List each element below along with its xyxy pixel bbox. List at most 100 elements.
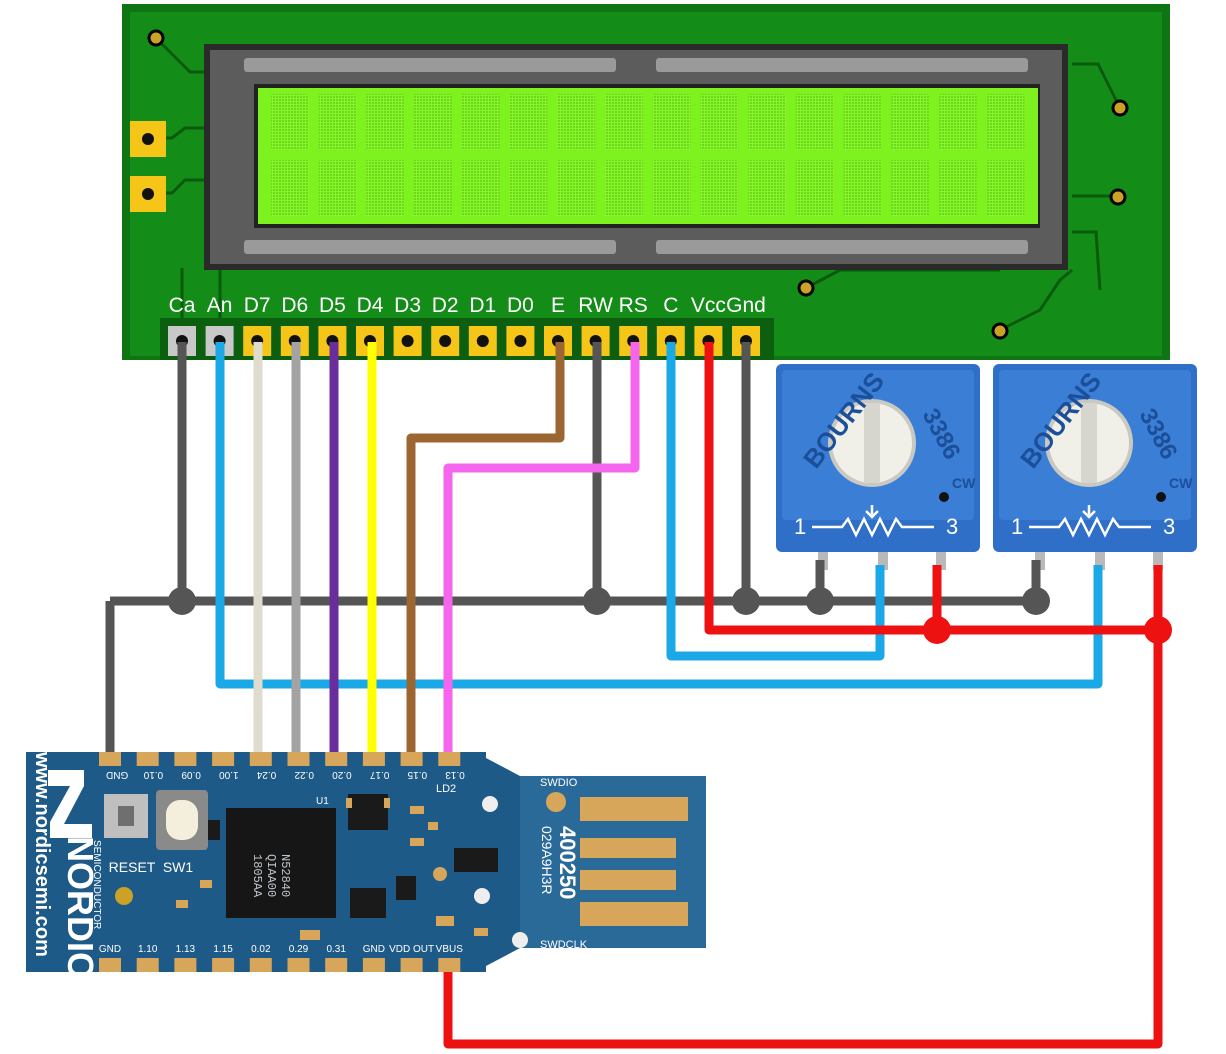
lcd-pin-label: D2	[432, 294, 459, 317]
lcd-character-cell	[557, 94, 596, 150]
pot-pin-label: 3	[1163, 514, 1175, 539]
pad	[300, 930, 320, 940]
board-bottom-pin-label: 0.02	[251, 944, 271, 955]
lcd-pin-label: D7	[244, 294, 271, 317]
chip-line: QIAA00	[264, 854, 278, 897]
board-bottom-pin	[362, 958, 385, 972]
junction-dot	[168, 587, 196, 615]
board-top-pin	[99, 752, 121, 766]
usb-contact	[580, 902, 688, 926]
board-top-pin-label: 0.22	[294, 769, 314, 780]
wire-c	[666, 342, 885, 661]
board-top-pin	[438, 752, 461, 766]
lcd-character-cell	[748, 160, 786, 216]
board-top-pin	[249, 752, 272, 766]
lcd-pin-label: RS	[619, 294, 648, 317]
u1-label: U1	[316, 796, 329, 807]
lcd-pin-label: Ca	[169, 294, 196, 317]
board-top-pin-label: 0.17	[369, 769, 389, 780]
component	[454, 848, 498, 872]
pad	[410, 838, 424, 846]
lcd-character-cell	[700, 160, 739, 216]
mount-hole	[991, 322, 1009, 340]
lcd-character-cell	[461, 94, 500, 150]
board-bottom-pin	[174, 958, 197, 972]
via	[115, 887, 133, 905]
wire-rs	[443, 342, 640, 760]
board-bottom-pin-label: 1.10	[138, 944, 158, 955]
lcd-character-cell	[604, 160, 643, 216]
test-point	[433, 867, 447, 881]
board-bottom-pin-label: GND	[363, 944, 385, 955]
pot-resistor-symbol	[812, 516, 934, 538]
pot-dir: CW	[952, 475, 976, 491]
board-bottom-pin	[400, 958, 423, 972]
pad	[200, 880, 212, 888]
pin-hole	[401, 335, 414, 347]
junction-dot	[923, 616, 951, 644]
lcd-character-cell	[271, 160, 309, 216]
wire-vcc	[704, 342, 1158, 635]
pot-leg	[1035, 540, 1045, 570]
lcd-pin-label: Gnd	[726, 294, 766, 317]
board-bottom-pin	[99, 958, 121, 972]
lcd-character-cell	[938, 160, 977, 216]
pot-pin-label: 1	[1011, 514, 1023, 539]
smd-pads	[176, 798, 488, 940]
sw1-label: SW1	[163, 859, 194, 875]
lcd-character-cell	[795, 94, 834, 150]
board-url: www.nordicsemi.com	[31, 751, 53, 957]
reset-label: RESET	[109, 859, 156, 875]
board-top-pin-label: GND	[106, 769, 128, 780]
junction-dot	[1022, 587, 1050, 615]
board-top-pin-label: 0.20	[332, 769, 352, 780]
lcd-character-cell	[509, 94, 548, 150]
lcd-character-cell	[795, 160, 834, 216]
lcd-pin-label: An	[207, 294, 233, 317]
pot-leg	[818, 540, 828, 570]
lcd-character-cells	[271, 94, 1025, 216]
board-bottom-pin	[325, 958, 348, 972]
lcd-character-cell	[986, 160, 1025, 216]
board-bottom-pin	[212, 958, 235, 972]
nordic-logo-mark	[48, 770, 92, 838]
board-top-pin	[287, 752, 310, 766]
board-top-pin-label: 0.13	[445, 769, 465, 780]
lcd-character-cell	[891, 160, 930, 216]
test-point	[474, 888, 490, 904]
board-bottom-pin-label: 0.29	[289, 944, 309, 955]
mount-hole	[147, 29, 165, 47]
junctions	[168, 587, 1172, 644]
pin-hole	[514, 335, 527, 347]
pot-dial-slot	[864, 403, 880, 483]
pot-leg	[1095, 540, 1105, 570]
junction-dot	[583, 587, 611, 615]
lcd-character-cell	[557, 160, 596, 216]
lcd-pin-label: D1	[469, 294, 496, 317]
bezel-bar	[656, 58, 1028, 72]
pot-leg	[1153, 540, 1163, 570]
board-bottom-pin	[287, 958, 310, 972]
junction-dot	[1144, 616, 1172, 644]
pot-leg	[936, 540, 946, 570]
lcd-pin-label: D3	[394, 294, 421, 317]
pot-wiper-symbol	[865, 505, 879, 519]
board-bottom-pin-label: 1.15	[213, 944, 233, 955]
lcd-character-cell	[318, 160, 357, 216]
lcd-character-cell	[271, 94, 309, 150]
board-top-pin	[136, 752, 159, 766]
lcd-character-cell	[748, 94, 786, 150]
mount-hole	[1111, 99, 1129, 117]
lcd-character-cell	[891, 94, 930, 150]
junction-dot	[806, 587, 834, 615]
pad	[474, 928, 488, 936]
pot-dial-slot	[1081, 403, 1097, 483]
lcd-character-cell	[604, 94, 643, 150]
board-bottom-pin-label: GND	[99, 944, 121, 955]
board-top-pin-label: 0.15	[407, 769, 427, 780]
mount-hole	[797, 279, 815, 297]
usb-contact	[580, 797, 688, 821]
